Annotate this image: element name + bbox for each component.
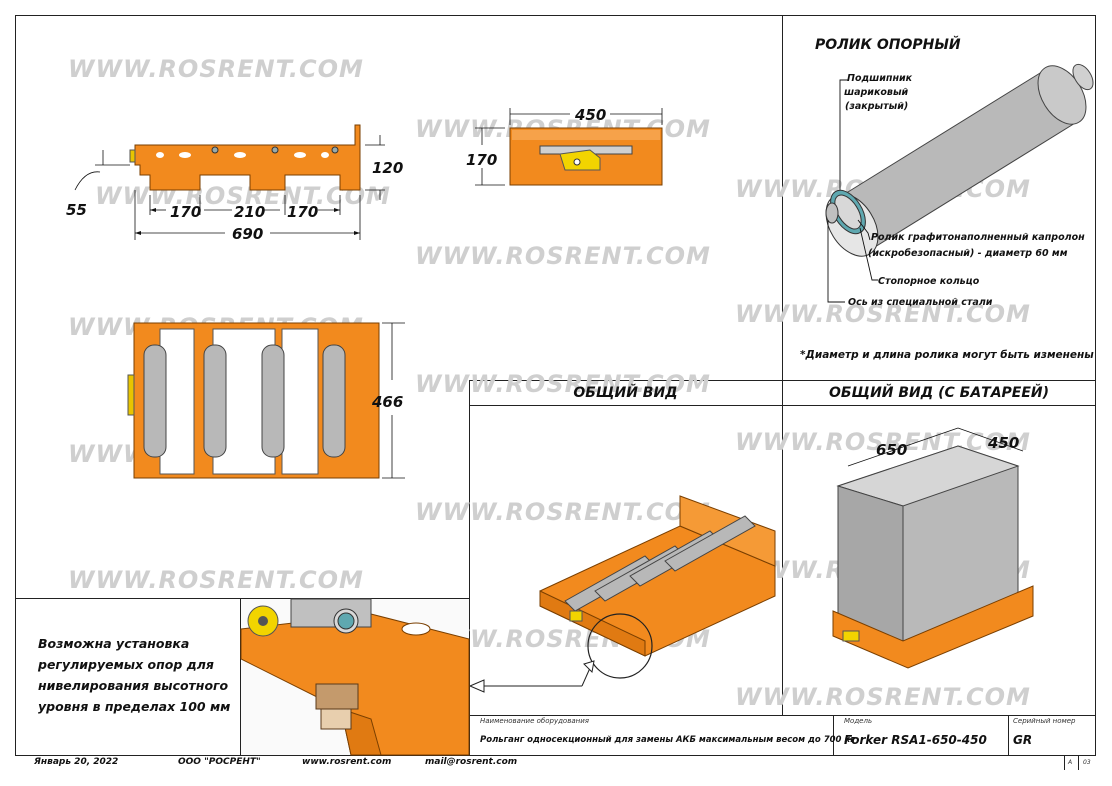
dim-side-length: 690	[232, 225, 264, 243]
serial-value: GR	[1013, 733, 1033, 747]
roller-bearing-label-3: (закрытый)	[845, 101, 909, 112]
dim-span-left: 170	[170, 203, 202, 221]
sheet-format: A	[1068, 759, 1073, 766]
roller-bearing-label-2: шариковый	[844, 87, 909, 98]
serial-label: Серийный номер	[1013, 717, 1076, 725]
general-view-battery-title: ОБЩИЙ ВИД (С БАТАРЕЕЙ)	[828, 385, 1050, 401]
dim-top-depth: 466	[372, 393, 404, 411]
title-block-top	[469, 715, 1096, 716]
detail-note-line-2: регулируемых опор для	[38, 657, 214, 672]
general-view-title: ОБЩИЙ ВИД	[573, 385, 678, 401]
divider-vertical-right	[782, 15, 783, 715]
footer-date: Январь 20, 2022	[34, 757, 119, 767]
roller-bearing-label-1: Подшипник	[847, 73, 913, 84]
roller-drawing	[825, 63, 1094, 303]
detail-note-line-4: уровня в пределах 100 мм	[38, 699, 231, 714]
dim-span-mid: 210	[234, 203, 266, 221]
roller-note: *Диаметр и длина ролика могут быть измен…	[800, 349, 1094, 361]
title-block-div-2	[1008, 715, 1009, 755]
dim-battery-width: 450	[988, 434, 1020, 452]
roller-axle-label: Ось из специальной стали	[848, 297, 993, 308]
equipment-value: Рольганг односекционный для замены АКБ м…	[480, 735, 855, 745]
divider-views-top	[469, 380, 1096, 381]
roller-material-label-2: (искробезопасный) - диаметр 60 мм	[868, 248, 1068, 259]
sheet-box-divider	[1078, 755, 1079, 770]
dim-end-width: 450	[575, 106, 607, 124]
detail-foot-drawing	[240, 598, 470, 756]
roller-ring-label: Стопорное кольцо	[878, 276, 980, 287]
frame-left	[15, 15, 16, 755]
divider-views-header	[469, 405, 1096, 406]
dim-end-height: 170	[466, 151, 498, 169]
frame-bottom	[15, 755, 1096, 756]
general-view-drawing	[468, 495, 776, 693]
footer-email: mail@rosrent.com	[425, 757, 518, 767]
dim-battery-length: 650	[876, 441, 908, 459]
footer-company: ООО "РОСРЕНТ"	[178, 757, 261, 767]
detail-box-top	[15, 598, 470, 599]
footer-website: www.rosrent.com	[302, 757, 392, 767]
roller-title: РОЛИК ОПОРНЫЙ	[815, 37, 961, 53]
equipment-label: Наименование оборудования	[480, 717, 589, 725]
detail-note-line-3: нивелирования высотного	[38, 678, 229, 693]
dim-side-height: 120	[372, 159, 404, 177]
title-block-div-1	[833, 715, 834, 755]
top-view-drawing	[127, 322, 405, 479]
model-value: Forker RSA1-650-450	[844, 733, 987, 747]
frame-top	[15, 15, 1095, 16]
watermark: WWW.ROSRENT.COM	[68, 566, 364, 594]
divider-views-left	[469, 380, 470, 755]
detail-box-divider	[240, 598, 241, 755]
battery-view-drawing	[832, 427, 1034, 669]
side-view-drawing	[74, 124, 385, 240]
end-view-drawing	[475, 108, 663, 186]
detail-note-line-1: Возможна установка	[38, 636, 190, 651]
detail-note: Возможна установка регулируемых опор для…	[38, 633, 230, 717]
dim-span-right: 170	[287, 203, 319, 221]
roller-material-label-1: Ролик графитонаполненный капролон	[871, 232, 1085, 243]
frame-right	[1095, 15, 1096, 755]
sheet-number: 03	[1083, 759, 1091, 766]
dim-side-offset: 55	[66, 201, 87, 219]
sheet-box-divider	[1064, 755, 1065, 770]
model-label: Модель	[844, 717, 873, 725]
